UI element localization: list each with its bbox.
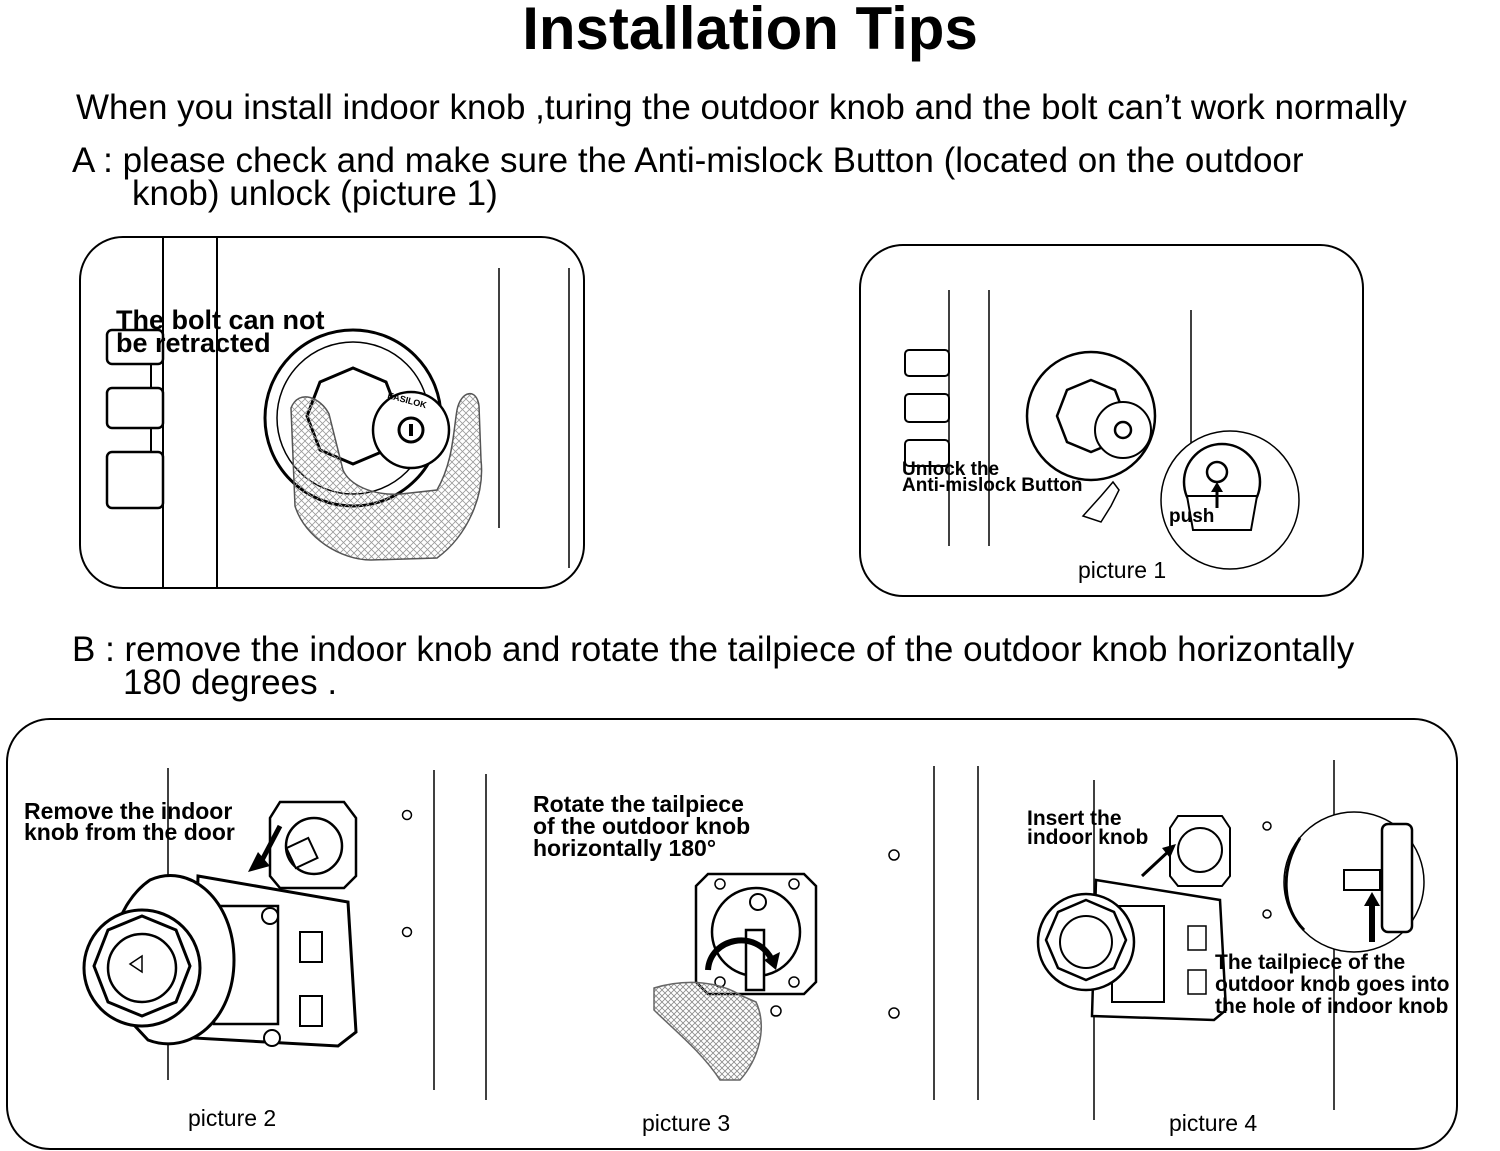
magnifier-icon — [1283, 811, 1425, 953]
hand-icon — [290, 393, 483, 561]
page-title: Installation Tips — [522, 0, 978, 62]
picture-2-label-line2: knob from the door — [24, 819, 235, 845]
magnifier-icon — [1160, 430, 1300, 570]
bolt-label-line2: be retracted — [116, 328, 271, 358]
arrow-icon — [1140, 848, 1172, 878]
hinge-icon — [904, 349, 950, 467]
picture-4-caption: picture 4 — [1169, 1110, 1258, 1136]
intro-text: When you install indoor knob ,turing the… — [76, 88, 1407, 127]
door-knob-illustration: EASILOK — [105, 238, 570, 587]
step-a-line2: knob) unlock (picture 1) — [132, 174, 498, 213]
step-b-line2: 180 degrees . — [123, 663, 338, 702]
step-b-illustrations — [82, 760, 1425, 1120]
knob-icon — [1036, 892, 1136, 992]
finger-icon — [1081, 480, 1120, 523]
insert-label-line2: indoor knob — [1027, 826, 1149, 849]
picture-4-illustration — [1036, 760, 1425, 1120]
picture-3-label-line3: horizontally 180° — [533, 835, 717, 861]
unlock-label-line1: Unlock the — [902, 459, 1000, 480]
picture-2-caption: picture 2 — [188, 1105, 277, 1131]
picture-3-caption: picture 3 — [642, 1110, 731, 1136]
step-a-line1: A : please check and make sure the Anti-… — [72, 141, 1304, 180]
step-b-line1: B : remove the indoor knob and rotate th… — [72, 630, 1355, 669]
knob-icon — [1025, 350, 1157, 482]
picture-3-illustration — [653, 766, 979, 1100]
hand-icon — [653, 981, 762, 1081]
picture-3-label-line1: Rotate the tailpiece — [533, 791, 744, 817]
knob-icon — [82, 908, 202, 1028]
tailpiece-note-line3: the hole of indoor knob — [1215, 995, 1449, 1018]
unlock-label-line2: Anti-mislock Button — [902, 475, 1083, 496]
insert-label-line1: Insert the — [1027, 807, 1122, 830]
tailpiece-note-line2: outdoor knob goes into — [1215, 973, 1450, 996]
picture-2-label-line1: Remove the indoor — [24, 798, 233, 824]
step-b-panel: Remove the indoor knob from the door pic… — [6, 718, 1458, 1150]
picture-1-caption: picture 1 — [1078, 557, 1167, 583]
rotate-arrow-icon — [705, 937, 775, 971]
arrow-icon — [257, 824, 283, 866]
picture-1-panel: Unlock the Anti-mislock Button push pict… — [859, 244, 1364, 597]
push-label: push — [1169, 506, 1215, 527]
picture-3-label-line2: of the outdoor knob — [533, 813, 751, 839]
bolt-label-line1: The bolt can not — [116, 305, 325, 335]
tailpiece-note-line1: The tailpiece of the — [1215, 951, 1406, 974]
anti-mislock-illustration — [904, 290, 1300, 570]
picture-2-illustration — [82, 768, 487, 1100]
hinge-icon — [105, 328, 165, 510]
bolt-not-retracted-panel: EASILOK The bolt can not be retracted — [79, 236, 585, 589]
